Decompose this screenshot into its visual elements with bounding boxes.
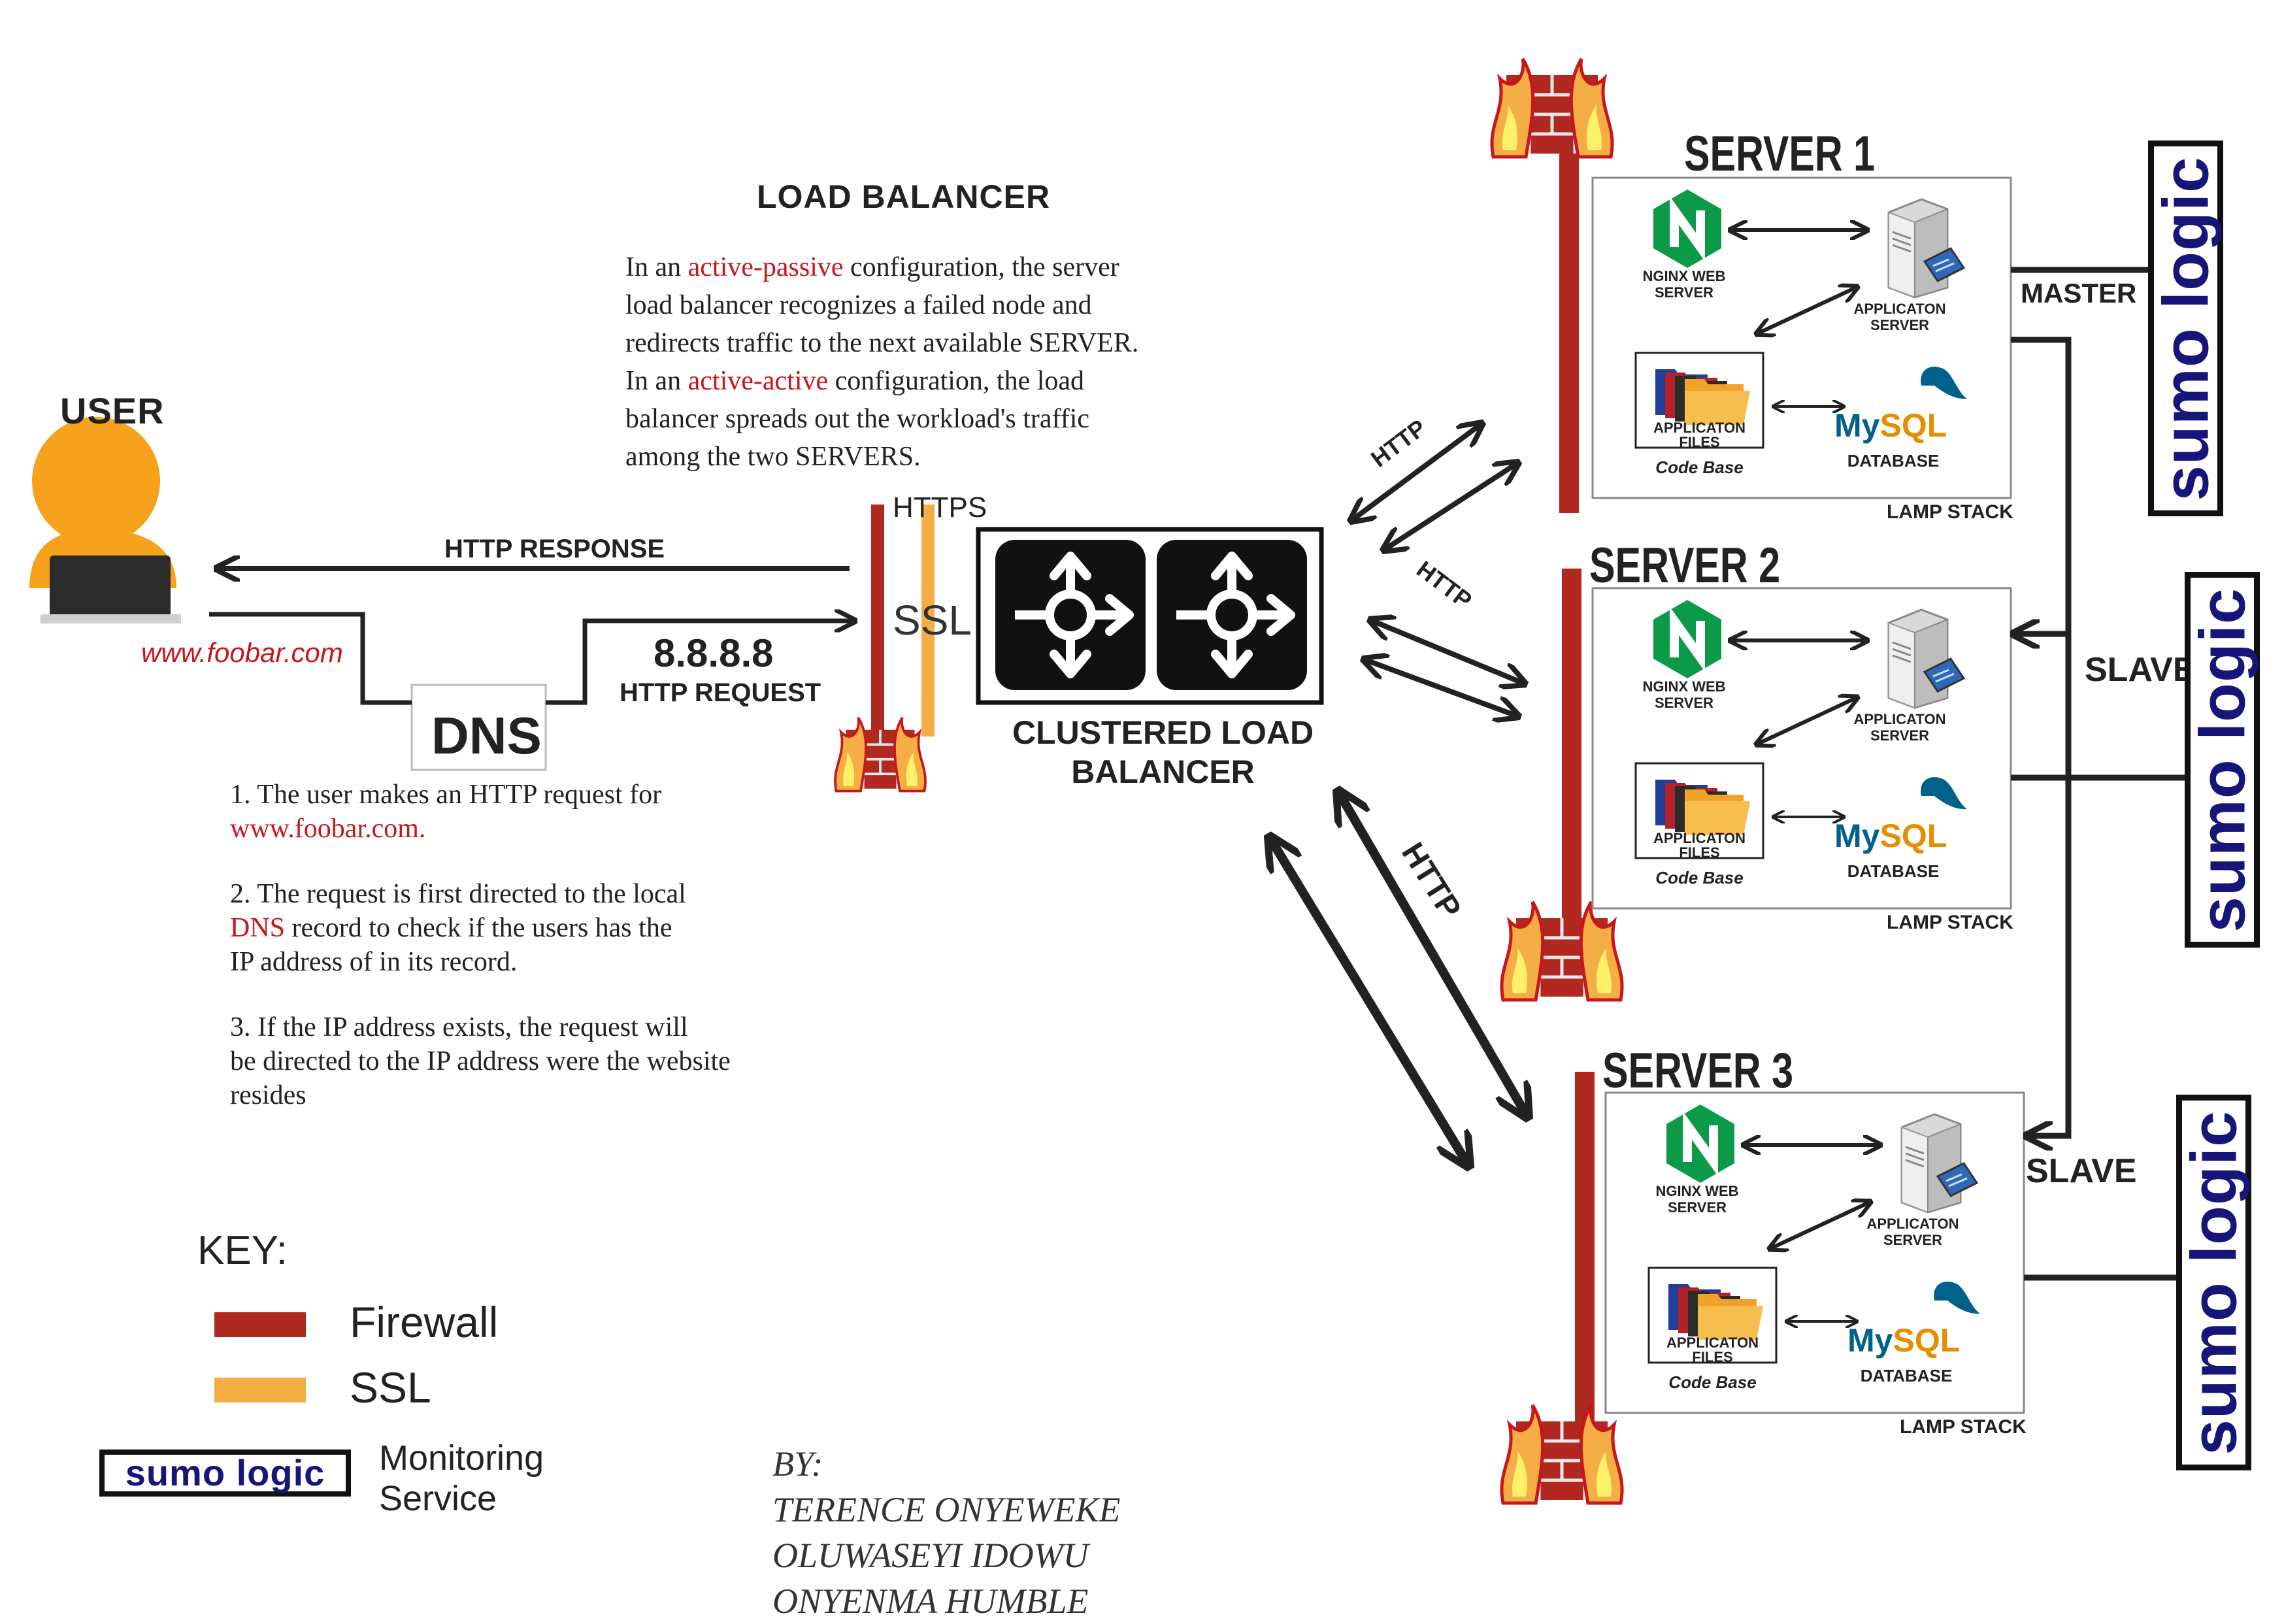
- server-3-web-server-line-1: NGINX WEB: [1655, 1183, 1739, 1199]
- key-sumo-logic-label: sumo logic: [125, 1452, 325, 1493]
- step-2: 2. The request is first directed to the …: [230, 879, 686, 977]
- authors-by: BY:: [772, 1444, 823, 1483]
- server-1-role: MASTER: [2021, 278, 2137, 308]
- user-label: USER: [60, 390, 165, 431]
- sumo-logic-box-2: sumo logic: [2185, 572, 2260, 948]
- server-1-stack: LAMP STACK: [1887, 501, 2013, 523]
- diagram-title: LOAD BALANCER: [757, 178, 1051, 215]
- user-icon: [29, 417, 181, 623]
- server-2-app-server-line-2: SERVER: [1870, 727, 1930, 744]
- ssl-label: SSL: [893, 597, 972, 644]
- key-sumo-logic-box: sumo logic: [99, 1450, 351, 1497]
- server-3-name: SERVER 3: [1602, 1043, 1794, 1099]
- server-3-files-line-1: APPLICATON: [1666, 1334, 1759, 1351]
- dns-label: DNS: [431, 706, 542, 765]
- key-ssl-swatch: [214, 1378, 306, 1402]
- server-1-files-line-1: APPLICATON: [1653, 420, 1746, 436]
- sumo-logic-label-3: sumo logic: [2177, 1110, 2249, 1455]
- http-response-label: HTTP RESPONSE: [444, 535, 665, 563]
- https-label: HTTPS: [893, 491, 987, 523]
- server-2-code-base: Code Base: [1655, 868, 1744, 887]
- http-request-path: [209, 612, 412, 705]
- server-2-mysql-logo: MySQL: [1834, 818, 1947, 854]
- lb-firewall-bar: [871, 505, 884, 737]
- author-2: OLUWASEYI IDOWU: [772, 1536, 1089, 1575]
- server-3-web-server-line-2: SERVER: [1667, 1199, 1727, 1216]
- server-1-database: DATABASE: [1847, 451, 1940, 471]
- lb-description: In an active-passive configuration, the …: [625, 252, 1139, 472]
- key-firewall-swatch: [214, 1312, 306, 1337]
- http-request-label: HTTP REQUEST: [620, 678, 821, 707]
- sumo-logic-label-1: sumo logic: [2149, 156, 2221, 501]
- ip-address-label: 8.8.8.8: [654, 631, 774, 675]
- lb-ssl-bar: [921, 505, 935, 737]
- server-1-web-server-line-2: SERVER: [1654, 284, 1714, 301]
- server-3-database: DATABASE: [1860, 1366, 1953, 1385]
- load-balancer-label-line-2: BALANCER: [1071, 754, 1255, 790]
- key-ssl-label: SSL: [350, 1363, 431, 1412]
- dns-box: [410, 684, 547, 771]
- sumo-logic-box-3: sumo logic: [2176, 1095, 2251, 1470]
- author-3: ONYENMA HUMBLE: [772, 1582, 1089, 1621]
- server-2-files-line-2: FILES: [1679, 844, 1720, 861]
- server-3-app-server-line-2: SERVER: [1883, 1232, 1943, 1248]
- author-1: TERENCE ONYEWEKE: [772, 1490, 1121, 1529]
- server-3-files-line-2: FILES: [1692, 1349, 1733, 1365]
- server-1-files-line-2: FILES: [1679, 434, 1720, 450]
- server-3-role: SLAVE: [2026, 1152, 2137, 1190]
- server-2-files-line-1: APPLICATON: [1653, 830, 1746, 846]
- key-title: KEY:: [197, 1228, 288, 1273]
- sumo-logic-label-2: sumo logic: [2186, 587, 2258, 933]
- server-1-app-server-line-2: SERVER: [1870, 317, 1930, 333]
- server-3-app-server-line-1: APPLICATON: [1866, 1216, 1959, 1232]
- server-1-web-server-line-1: NGINX WEB: [1642, 268, 1726, 284]
- server-2-web-server-line-2: SERVER: [1654, 695, 1714, 711]
- server-2-role: SLAVE: [2085, 651, 2196, 689]
- server-2-name: SERVER 2: [1589, 538, 1781, 593]
- step-3: 3. If the IP address exists, the request…: [230, 1012, 731, 1110]
- load-balancer-label-line-1: CLUSTERED LOAD: [1012, 714, 1314, 751]
- authors: BY: TERENCE ONYEWEKE OLUWASEYI IDOWU ONY…: [772, 1441, 1121, 1624]
- server-1-mysql-logo: MySQL: [1834, 407, 1947, 444]
- server-2-web-server-line-1: NGINX WEB: [1642, 678, 1726, 695]
- server-3-mysql-logo: MySQL: [1847, 1322, 1961, 1359]
- server-3-stack: LAMP STACK: [1900, 1416, 2027, 1438]
- key-firewall-label: Firewall: [350, 1298, 499, 1346]
- load-balancer-node-1-icon: [995, 540, 1146, 690]
- server-1-name: SERVER 1: [1684, 126, 1876, 182]
- sumo-logic-box-1: sumo logic: [2148, 141, 2223, 516]
- server-1-code-base: Code Base: [1655, 457, 1744, 477]
- load-balancer-node-2-icon: [1157, 540, 1307, 690]
- user-domain: www.foobar.com: [141, 637, 343, 668]
- server-2-database: DATABASE: [1847, 861, 1940, 881]
- server-3-code-base: Code Base: [1668, 1372, 1757, 1392]
- server-1-app-server-line-1: APPLICATON: [1853, 301, 1946, 317]
- server-2-stack: LAMP STACK: [1887, 912, 2013, 933]
- server-2-app-server-line-1: APPLICATON: [1853, 711, 1946, 727]
